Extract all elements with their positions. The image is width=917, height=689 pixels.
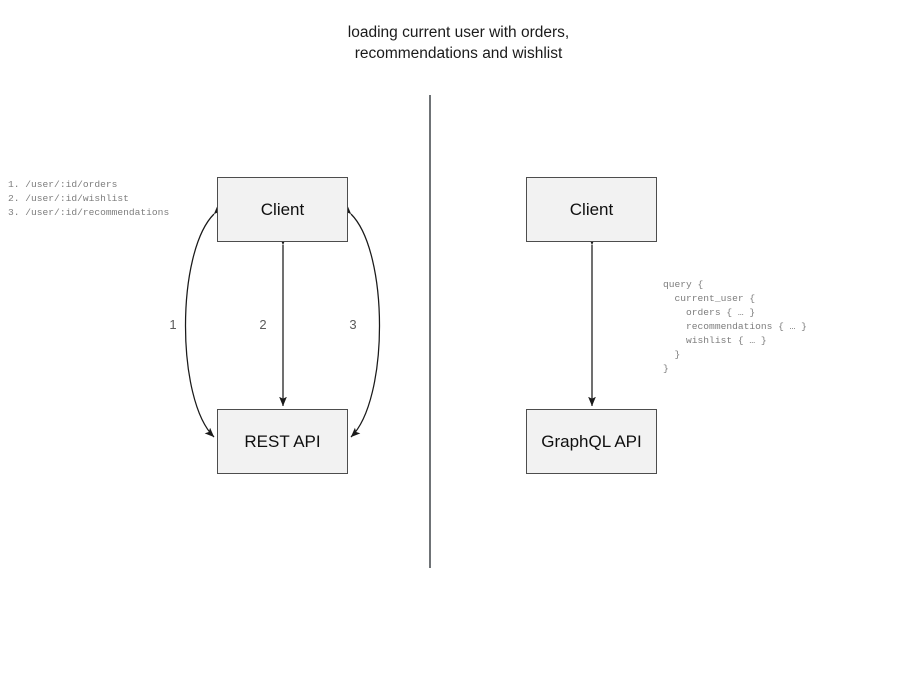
edge-label-2: 2 xyxy=(259,317,267,332)
node-client-rest[interactable]: Client xyxy=(217,177,348,242)
node-client-graphql[interactable]: Client xyxy=(526,177,657,242)
edge-label-3: 3 xyxy=(349,317,357,332)
panel-divider xyxy=(429,95,431,568)
node-graphql-api[interactable]: GraphQL API xyxy=(526,409,657,474)
node-rest-api[interactable]: REST API xyxy=(217,409,348,474)
diagram-title: loading current user with orders, recomm… xyxy=(347,24,570,62)
graphql-query-block: query { current_user { orders { … } reco… xyxy=(663,279,807,374)
edge-label-1: 1 xyxy=(169,317,177,332)
rest-endpoint-list: 1. /user/:id/orders 2. /user/:id/wishlis… xyxy=(8,179,170,218)
edge-rest-1 xyxy=(184,204,224,438)
